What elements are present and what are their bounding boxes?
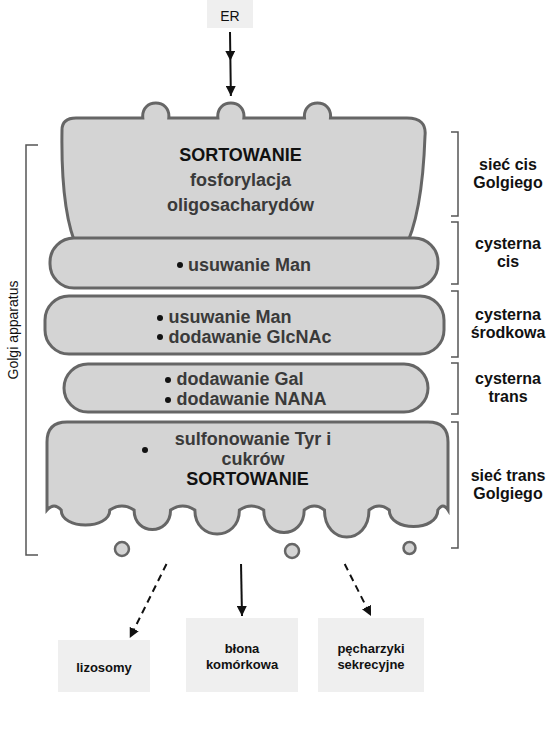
node-text: sulfonowanie Tyr i cukrów [153,430,353,470]
trans-cisterna: dodawanie Galdodawanie NANA [62,362,430,414]
region-label: sieć trans Golgiego [462,467,554,504]
text-row: fosforylacja oligosacharydów [153,168,328,218]
text-group: usuwanie Mandodawanie GlcNAc [157,308,331,348]
text-row: błona komórkowa [194,641,290,674]
text-group: pęcharzyki sekrecyjne [326,641,416,674]
text-row: SORTOWANIE [186,470,309,490]
node-text: fosforylacja oligosacharydów [153,168,328,218]
vesicle [285,544,299,558]
medial-cisterna: usuwanie Mandodawanie GlcNAc [43,294,446,356]
node-text: SORTOWANIE [186,470,309,490]
node-text: lizosomy [76,660,132,676]
region-label: cysterna trans [462,370,554,407]
node-text: ER [220,8,239,25]
vesicle [115,542,129,556]
bullet-dot [165,397,171,403]
arrow-connector [130,564,167,638]
bullet-dot [157,315,163,321]
region-label: cysterna cis [462,235,554,272]
text-group: lizosomy [76,660,132,676]
text-group: usuwanie Man [177,256,311,276]
region-label: sieć cis Golgiego [462,156,554,193]
apparatus-label: Golgi apparatus [5,281,21,380]
bullet-dot [142,447,148,453]
text-row: dodawanie Gal [165,370,303,390]
destination-box: pęcharzyki sekrecyjne [318,618,424,692]
text-group: ER [220,8,239,25]
text-row: dodawanie NANA [165,390,326,410]
cisterna-shape [45,296,444,354]
region-bracket [451,363,458,414]
bullet-dot [177,262,183,268]
destination-box: błona komórkowa [186,618,298,692]
trans-network-shape [47,422,448,537]
text-group: SORTOWANIEfosforylacja oligosacharydów [153,143,328,219]
arrow-connector [345,564,371,616]
text-row: lizosomy [76,660,132,676]
text-group: błona komórkowa [194,641,290,674]
text-row: usuwanie Man [177,256,311,276]
node-text: dodawanie NANA [176,390,326,410]
cisterna-shape [50,238,438,288]
node-text: dodawanie GlcNAc [168,328,331,348]
node-text: usuwanie Man [188,256,311,276]
node-box: ER [207,0,253,28]
destination-box: lizosomy [58,640,150,692]
trans-golgi-network: sulfonowanie Tyr i cukrówSORTOWANIE [45,420,450,560]
text-row: dodawanie GlcNAc [157,328,331,348]
bullet-dot [157,334,163,340]
text-group: sulfonowanie Tyr i cukrówSORTOWANIE [142,430,353,489]
arrow-connector [240,564,243,616]
node-text: błona komórkowa [194,641,290,674]
node-text: SORTOWANIE [179,143,302,168]
text-group: dodawanie Galdodawanie NANA [165,370,326,410]
region-bracket [451,291,458,357]
node-text: pęcharzyki sekrecyjne [326,641,416,674]
cisterna-shape [64,364,428,412]
node-text: usuwanie Man [168,308,291,328]
cis-cisterna: usuwanie Man [48,236,440,290]
region-bracket [451,422,458,548]
text-row: usuwanie Man [157,308,291,328]
node-text: dodawanie Gal [176,370,303,390]
bullet-dot [165,377,171,383]
region-label: cysterna środkowa [462,306,554,343]
golgi-bracket [26,145,38,555]
text-row: pęcharzyki sekrecyjne [326,641,416,674]
arrow-connector [229,32,232,96]
region-bracket [451,132,458,216]
vesicle [404,542,416,554]
text-row: SORTOWANIE [179,143,302,168]
text-row: ER [220,8,239,25]
region-bracket [451,222,458,284]
text-row: sulfonowanie Tyr i cukrów [142,430,353,470]
